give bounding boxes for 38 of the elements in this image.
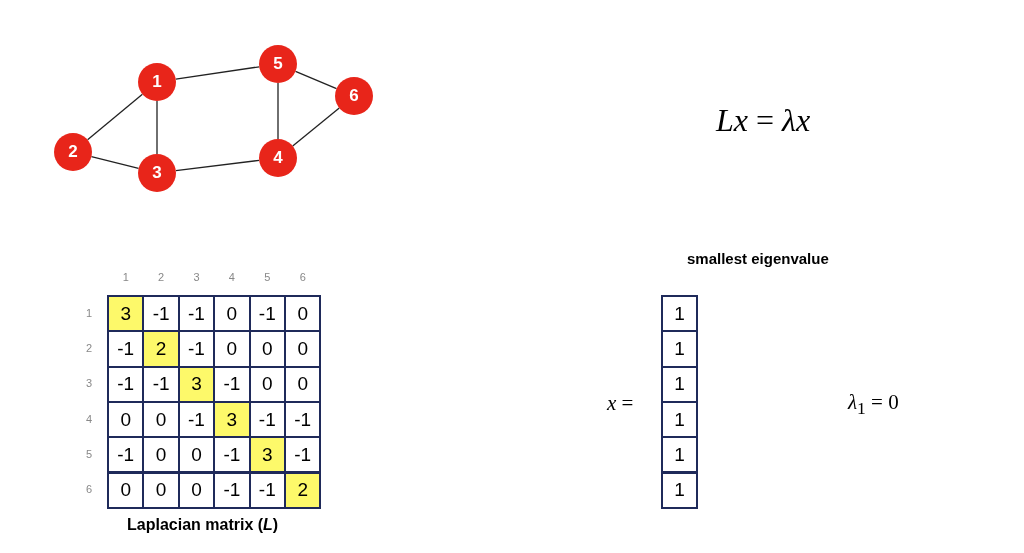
column-index: 2 <box>157 271 166 283</box>
matrix-cell: 0 <box>284 295 322 333</box>
column-index: 1 <box>121 271 130 283</box>
edge-line <box>292 107 340 147</box>
edge-line <box>156 100 158 155</box>
vector-cell: 1 <box>661 330 698 368</box>
vertex-circle: 4 <box>259 139 297 177</box>
row-index: 1 <box>84 306 94 319</box>
row-index: 2 <box>84 341 94 354</box>
vertex-circle: 5 <box>259 45 297 83</box>
diagonal-cell: 2 <box>284 471 322 509</box>
vector-cell: 1 <box>661 295 698 333</box>
vector-label: x = <box>607 391 634 416</box>
vertex-circle: 2 <box>54 133 92 171</box>
vector-cell: 1 <box>661 471 698 509</box>
column-index: 3 <box>192 271 201 283</box>
heading: smallest eigenvalue <box>687 250 829 267</box>
edge-line <box>90 155 140 170</box>
edge-line <box>175 159 260 172</box>
edge-line <box>86 93 144 141</box>
vertex-circle: 6 <box>335 77 373 115</box>
row-index: 6 <box>84 483 94 496</box>
edge-line <box>175 66 260 80</box>
row-index: 5 <box>84 447 94 460</box>
vertex-circle: 1 <box>138 63 176 101</box>
edge-line <box>294 70 338 90</box>
row-index: 4 <box>84 412 94 425</box>
matrix-cell: -1 <box>284 436 322 474</box>
column-index: 5 <box>263 271 272 283</box>
eigenvalue-equation: λ$_{1}$ = 0 <box>848 390 899 420</box>
matrix-caption: Laplacian matrix (L) <box>127 516 279 534</box>
edge-line <box>277 82 279 140</box>
equation: Lx = λx <box>716 102 811 139</box>
column-index: 4 <box>227 271 236 283</box>
column-index: 6 <box>298 271 307 283</box>
vertex-circle: 3 <box>138 154 176 192</box>
row-index: 3 <box>84 377 94 390</box>
vector-cell: 1 <box>661 436 698 474</box>
